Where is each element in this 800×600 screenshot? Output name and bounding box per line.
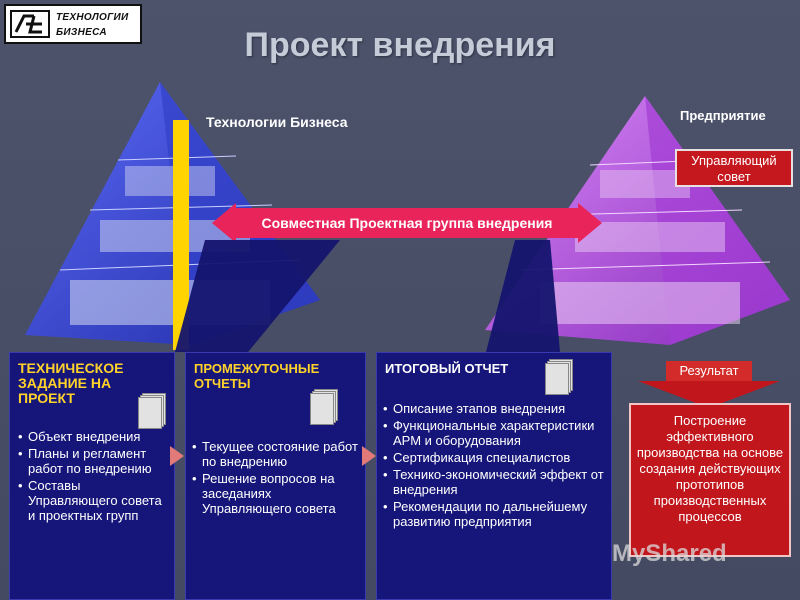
logo-text-line1: ТЕХНОЛОГИИ bbox=[56, 12, 129, 23]
outcome-box: Построение эффективного производства на … bbox=[629, 403, 791, 557]
council-box: Управляющий совет bbox=[675, 149, 793, 187]
page-title: Проект внедрения bbox=[244, 26, 556, 64]
left-pyramid-label: Технологии Бизнеса bbox=[206, 114, 348, 130]
document-stack-icon bbox=[545, 359, 573, 395]
joint-group-banner: Совместная Проектная группа внедрения bbox=[235, 208, 579, 238]
document-stack-icon bbox=[310, 389, 338, 425]
right-pyramid-label: Предприятие bbox=[680, 108, 766, 123]
result-label: Результат bbox=[666, 361, 752, 381]
joint-arrow-right bbox=[578, 203, 602, 243]
list-item: Сертификация специалистов bbox=[383, 450, 609, 465]
right-pyramid bbox=[485, 96, 790, 345]
chevron-right-icon bbox=[170, 446, 184, 466]
interim-reports-title: ПРОМЕЖУТОЧНЫЕ ОТЧЕТЫ bbox=[194, 361, 320, 391]
interim-reports-panel: ПРОМЕЖУТОЧНЫЕ ОТЧЕТЫ Текущее состояние р… bbox=[185, 352, 366, 600]
list-item: Текущее состояние работ по внедрению bbox=[192, 439, 364, 469]
list-item: Составы Управляющего совета и проектных … bbox=[18, 478, 172, 523]
logo-text-line2: БИЗНЕСА bbox=[56, 27, 107, 38]
list-item: Планы и регламент работ по внедрению bbox=[18, 446, 172, 476]
joint-arrow-left bbox=[212, 203, 236, 243]
document-stack-icon bbox=[138, 393, 166, 429]
chevron-right-icon bbox=[362, 446, 376, 466]
company-logo: ТЕХНОЛОГИИ БИЗНЕСА bbox=[4, 4, 142, 44]
tech-task-panel: ТЕХНИЧЕСКОЕ ЗАДАНИЕ НА ПРОЕКТ Объект вне… bbox=[9, 352, 175, 600]
list-item: Объект внедрения bbox=[18, 429, 172, 444]
watermark-text: MyShared bbox=[612, 540, 727, 567]
list-item: Технико-экономический эффект от внедрени… bbox=[383, 467, 609, 497]
final-report-panel: ИТОГОВЫЙ ОТЧЕТ Описание этапов внедрения… bbox=[376, 352, 612, 600]
list-item: Рекомендации по дальнейшему развитию пре… bbox=[383, 499, 609, 529]
list-item: Описание этапов внедрения bbox=[383, 401, 609, 416]
list-item: Функциональные характеристики АРМ и обор… bbox=[383, 418, 609, 448]
logo-mark-icon bbox=[10, 10, 50, 38]
list-item: Решение вопросов на заседаниях Управляющ… bbox=[192, 471, 364, 516]
final-report-title: ИТОГОВЫЙ ОТЧЕТ bbox=[385, 361, 509, 376]
tech-task-title: ТЕХНИЧЕСКОЕ ЗАДАНИЕ НА ПРОЕКТ bbox=[18, 360, 124, 406]
